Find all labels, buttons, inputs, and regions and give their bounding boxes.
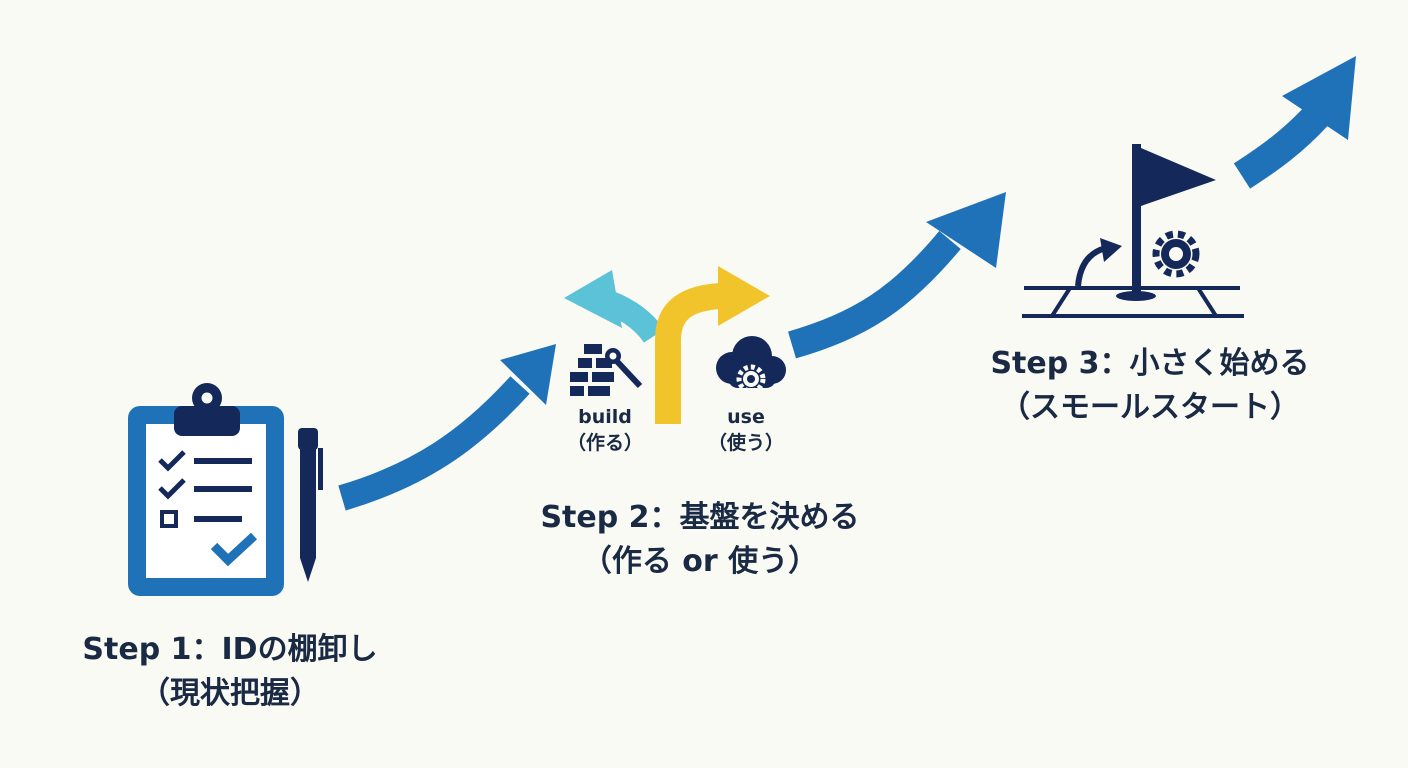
build-sublabel: （作る）	[566, 432, 643, 454]
step2-label: Step 2：基盤を決める （作る or 使う）	[470, 496, 930, 584]
arrow-step3-onward	[1233, 56, 1356, 189]
step3-title: Step 3：小さく始める	[990, 346, 1310, 381]
use-option-label: use （使う）	[686, 404, 806, 456]
step2-title: Step 2：基盤を決める	[540, 500, 860, 535]
flag-gear-icon	[1022, 144, 1244, 318]
bricks-wrench-icon	[570, 344, 643, 396]
build-option-label: build （作る）	[540, 404, 670, 456]
step3-label: Step 3：小さく始める （スモールスタート）	[930, 342, 1370, 430]
use-label: use	[727, 406, 765, 428]
pen-icon	[298, 428, 323, 582]
cloud-gear-icon	[716, 336, 786, 394]
step1-title: Step 1：IDの棚卸し	[82, 632, 378, 667]
step1-subtitle: （現状把握）	[140, 676, 320, 711]
arrow-step1-to-step2	[338, 344, 556, 511]
step1-label: Step 1：IDの棚卸し （現状把握）	[20, 628, 440, 716]
use-sublabel: （使う）	[707, 432, 784, 454]
fork-arrow-icon	[564, 266, 770, 424]
clipboard-checklist-icon	[128, 383, 284, 596]
build-label: build	[578, 406, 632, 428]
arrow-step2-to-step3	[788, 192, 1006, 359]
step3-subtitle: （スモールスタート）	[1000, 390, 1300, 425]
step2-subtitle: （作る or 使う）	[581, 544, 819, 579]
